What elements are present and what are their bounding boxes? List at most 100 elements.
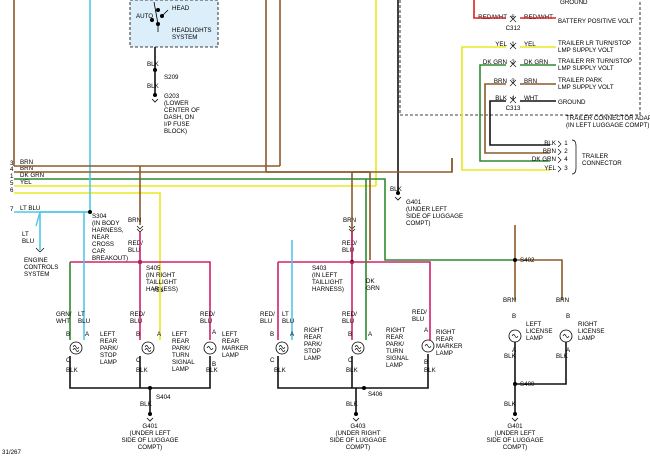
rlamp2-name: TURN [386, 348, 403, 355]
lamp3-name: LEFT [222, 331, 237, 338]
left-blk-4: BLK [140, 401, 153, 408]
rlic-pb: B [566, 313, 570, 320]
trailer-conn-num-1: 2 [564, 148, 568, 155]
lamp3-pb: B [212, 361, 216, 368]
rlamp2-name: LAMP [386, 362, 403, 369]
s404-label: S404 [156, 394, 171, 401]
adapter-pin-num-4: 4 [511, 95, 515, 102]
s304-label: NEAR [92, 234, 110, 241]
adapter-pin-left-1: YEL [495, 41, 507, 48]
ground-chevron [151, 98, 159, 103]
dkgrn-rlamp2-label: GRN [366, 285, 380, 292]
rlamp1-name: REAR [304, 334, 322, 341]
rlamp2-name: REAR [386, 334, 404, 341]
rlamp2-name: SIGNAL [386, 355, 409, 362]
g401-right-label: G401 [507, 423, 523, 430]
s402-splice [513, 258, 517, 262]
rlamp3-name: RIGHT [436, 329, 455, 336]
llamp-name: LICENSE [526, 328, 552, 335]
llamp-pb: B [512, 313, 516, 320]
trailer-conn-title: TRAILER [582, 153, 609, 160]
wire-dkgrn-trailer [479, 64, 550, 162]
s304-label: BREAKOUT) [92, 255, 128, 262]
wire-redblu-s403-h [278, 261, 431, 340]
c312-label: C312 [506, 25, 521, 32]
rlamp1-w1-label: RED/ [260, 311, 275, 318]
s403-label: S403 [312, 265, 327, 272]
rlic-w1: BRN [556, 297, 569, 304]
lamp3-w1-label: BLU [200, 318, 212, 325]
rlamp1-name: RIGHT [304, 327, 323, 334]
s304-label: CROSS [92, 241, 114, 248]
mid-blk-4: BLK [346, 401, 359, 408]
lamp-filament [278, 348, 286, 352]
rlamp3-pa: A [424, 327, 429, 334]
adapter-pin-desc-3: LMP SUPPLY VOLT [558, 84, 614, 91]
bus-num-0: 3 [10, 160, 14, 167]
lamp2-name: LAMP [172, 366, 189, 373]
left-blk-2: BLK [136, 367, 149, 374]
s209-wire2-label: BLK [147, 83, 160, 90]
g203-label: G203 [164, 93, 180, 100]
g401-top-desc: COMPT) [406, 220, 430, 227]
adapter-title: TRAILER CONNECTOR ADAPTER [566, 115, 650, 122]
bus-num-3: 5 [10, 180, 14, 187]
adapter-pin-mark [509, 96, 517, 104]
g401-left-label: COMPT) [138, 444, 162, 451]
s403-redblu-label: RED/ [342, 240, 357, 247]
adapter-pin-mark [509, 60, 517, 68]
rlic-name: RIGHT [578, 321, 597, 328]
ltblu-left-label: BLU [22, 238, 34, 245]
bus-yel-6 [14, 192, 161, 285]
trailer-conn-mark [557, 140, 562, 148]
s406-label: S406 [368, 391, 383, 398]
dkgrn-rlamp2-label: DK [366, 278, 375, 285]
rlamp1-w1-label: BLU [260, 318, 272, 325]
rlamp3-name: MARKER [436, 343, 463, 350]
lamp2-name: TURN [172, 352, 189, 359]
adapter-ground-top: GROUND [560, 0, 588, 6]
lamp2-name: SIGNAL [172, 359, 195, 366]
c313-label: C313 [506, 105, 521, 112]
lamp1-name: LEFT [100, 331, 115, 338]
g401-right-ground [513, 412, 517, 416]
trailer-conn-mark [557, 165, 562, 173]
lamp3-w1-label: RED/ [200, 311, 215, 318]
trailer-conn-wire-2: DK GRN [532, 156, 556, 163]
lic-blk-2: BLK [556, 353, 569, 360]
trailer-conn-brace [571, 139, 577, 175]
trailer-conn-title: CONNECTOR [582, 160, 622, 167]
adapter-pin-num-0: 6 [511, 14, 515, 21]
s402-label: S402 [520, 257, 535, 264]
g401-left-label: SIDE OF LUGGAGE [121, 437, 178, 444]
blk-g401-label: BLK [390, 186, 403, 193]
adapter-pin-mark [509, 15, 517, 23]
wire-redblu-s405-h [70, 261, 211, 340]
g401-top-label: G401 [406, 199, 422, 206]
rlamp2-pa: A [368, 331, 373, 338]
adapter-pin-mark [509, 42, 517, 50]
bus-wire-0: BRN [20, 159, 33, 166]
rlamp2-w1-label: BLU [342, 318, 354, 325]
splice-dot [150, 18, 154, 22]
wire-blk-mid-lamps [277, 354, 429, 389]
rlamp1-name: LAMP [304, 355, 321, 362]
g401-right-label: COMPT) [503, 444, 527, 451]
g403-ground [354, 412, 358, 416]
wire-blk-trailer [489, 100, 550, 146]
bus-dkgrn-1 [14, 178, 515, 261]
adapter-pin-num-1: 1 [511, 41, 515, 48]
g401-ground-top [396, 191, 400, 195]
left-blk-1: BLK [66, 367, 79, 374]
trailer-conn-num-0: 1 [564, 140, 568, 147]
rlic-name: LICENSE [578, 328, 604, 335]
mid-blk-2: BLK [346, 367, 359, 374]
trailer-conn-num-3: 3 [564, 165, 568, 172]
switch-system-label: SYSTEM [172, 34, 197, 41]
ground-chevron [352, 417, 360, 422]
adapter-pin-left-3: BRN [494, 78, 507, 85]
rlamp3-name: REAR [436, 336, 454, 343]
switch-contact [153, 1, 159, 25]
ecs-label: CONTROLS [24, 264, 58, 271]
g203-desc: BLOCK) [164, 128, 187, 135]
